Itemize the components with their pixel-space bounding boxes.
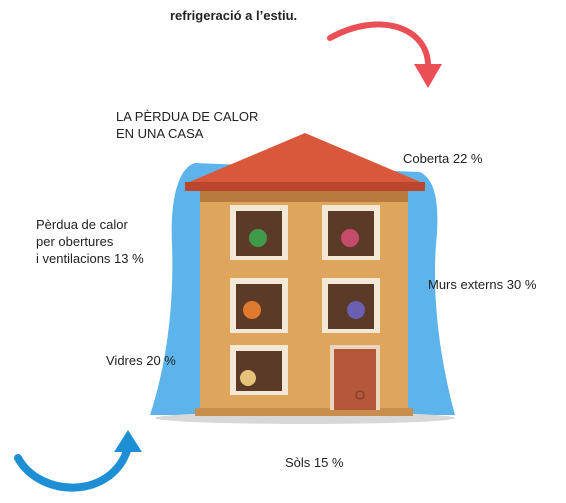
roof [187, 133, 423, 183]
window-middle-left [230, 278, 288, 333]
label-roof: Coberta 22 % [403, 151, 483, 166]
roof-eave [185, 182, 425, 191]
house-base [195, 408, 413, 416]
red-arrowhead-icon [414, 64, 442, 88]
blue-arrow-icon [14, 444, 132, 492]
house-wall-shadow [200, 190, 408, 202]
top-note: refrigeració a l’estiu. [170, 8, 298, 23]
label-floors: Sòls 15 % [285, 455, 344, 470]
window-bottom-left [230, 345, 288, 395]
label-openings: Pèrdua de calor per obertures i ventilac… [36, 217, 144, 266]
label-windows: Vidres 20 % [106, 353, 176, 368]
diagram-title: LA PÈRDUA DE CALOR EN UNA CASA [116, 109, 259, 141]
window-top-left [230, 205, 288, 260]
front-door [330, 345, 380, 410]
label-walls: Murs externs 30 % [428, 277, 537, 292]
window-middle-right [322, 278, 380, 333]
blue-arrowhead-icon [114, 430, 142, 452]
window-top-right [322, 205, 380, 260]
red-arrow-icon [327, 21, 432, 71]
